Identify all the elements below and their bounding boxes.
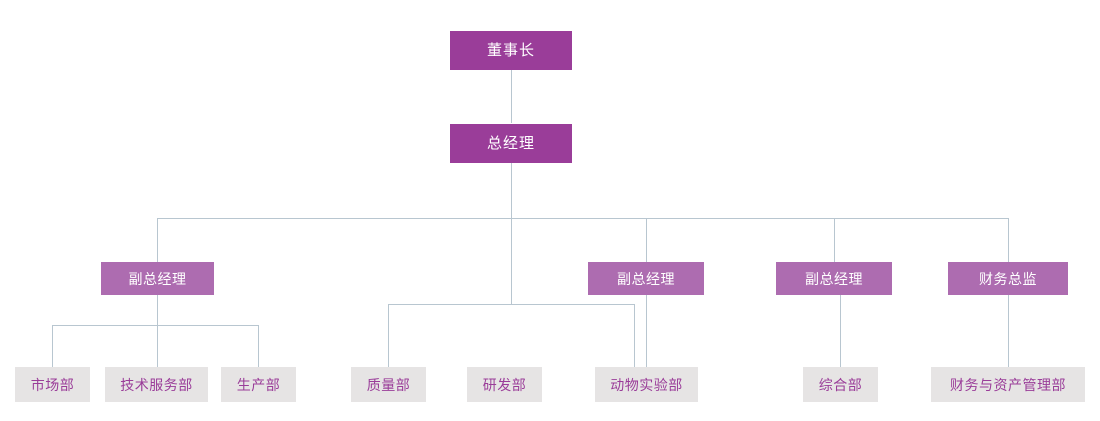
connector-deputy-2-to-animal-lab [646,295,647,367]
node-finance-director[interactable]: 财务总监 [948,262,1068,295]
node-dept-tech-service[interactable]: 技术服务部 [105,367,208,402]
connector-bus-to-deputy-1 [157,218,158,262]
connector-quality-rd-bus [388,304,635,305]
node-dept-production[interactable]: 生产部 [221,367,296,402]
connector-chairman-to-gm [511,70,512,123]
connector-bus-to-production [258,325,259,367]
connector-bus-to-marketing [52,325,53,367]
node-general-manager[interactable]: 总经理 [450,124,572,163]
connector-bus-to-finance-director [1008,218,1009,262]
connector-deputy-1-bus [52,325,258,326]
node-dept-rd[interactable]: 研发部 [467,367,542,402]
node-dept-general-affairs[interactable]: 综合部 [803,367,878,402]
node-deputy-gm-2[interactable]: 副总经理 [588,262,704,295]
connector-main-bus [157,218,1009,219]
node-dept-finance-asset[interactable]: 财务与资产管理部 [931,367,1085,402]
node-chairman[interactable]: 董事长 [450,31,572,70]
connector-bus-to-deputy-2 [646,218,647,262]
node-dept-quality[interactable]: 质量部 [351,367,426,402]
connector-bus-to-quality [388,304,389,367]
node-dept-animal-lab[interactable]: 动物实验部 [595,367,698,402]
connector-finance-director-to-finance-asset [1008,295,1009,367]
node-deputy-gm-1[interactable]: 副总经理 [101,262,214,295]
connector-bus-to-tech-service [157,325,158,367]
connector-deputy-1-stem [157,295,158,325]
node-dept-marketing[interactable]: 市场部 [15,367,90,402]
connector-deputy-3-to-general-affairs [840,295,841,367]
node-deputy-gm-3[interactable]: 副总经理 [776,262,892,295]
connector-gm-stem [511,163,512,218]
connector-bus-to-quality-rd-branch [511,218,512,304]
connector-bus-to-rd [634,304,635,367]
connector-bus-to-deputy-3 [834,218,835,262]
